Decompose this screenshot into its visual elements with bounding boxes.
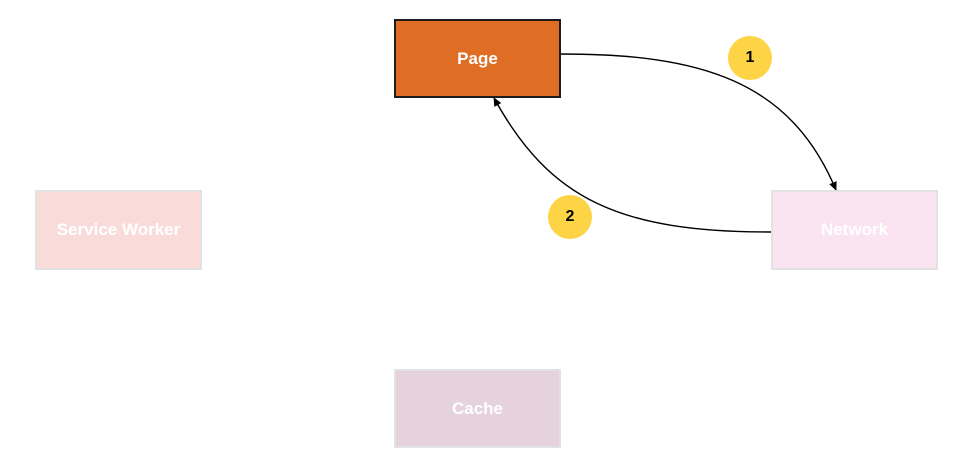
step-badge-2: 2	[548, 195, 592, 239]
page-node-label: Page	[457, 48, 498, 68]
service-worker-node[interactable]: Service Worker	[35, 190, 202, 270]
cache-node-label: Cache	[451, 398, 504, 418]
edge-page-to-network	[560, 53, 837, 191]
network-node-label: Network	[820, 220, 889, 239]
page-node[interactable]: Page	[394, 19, 561, 98]
edge-network-to-page	[493, 97, 772, 233]
step-badge-1-label: 1	[745, 49, 755, 66]
cache-node[interactable]: Cache	[394, 369, 561, 448]
network-node[interactable]: Network	[771, 190, 938, 270]
step-badge-2-label: 2	[565, 208, 575, 225]
service-worker-node-label: Service Worker	[56, 220, 181, 239]
step-badge-1: 1	[728, 36, 772, 80]
